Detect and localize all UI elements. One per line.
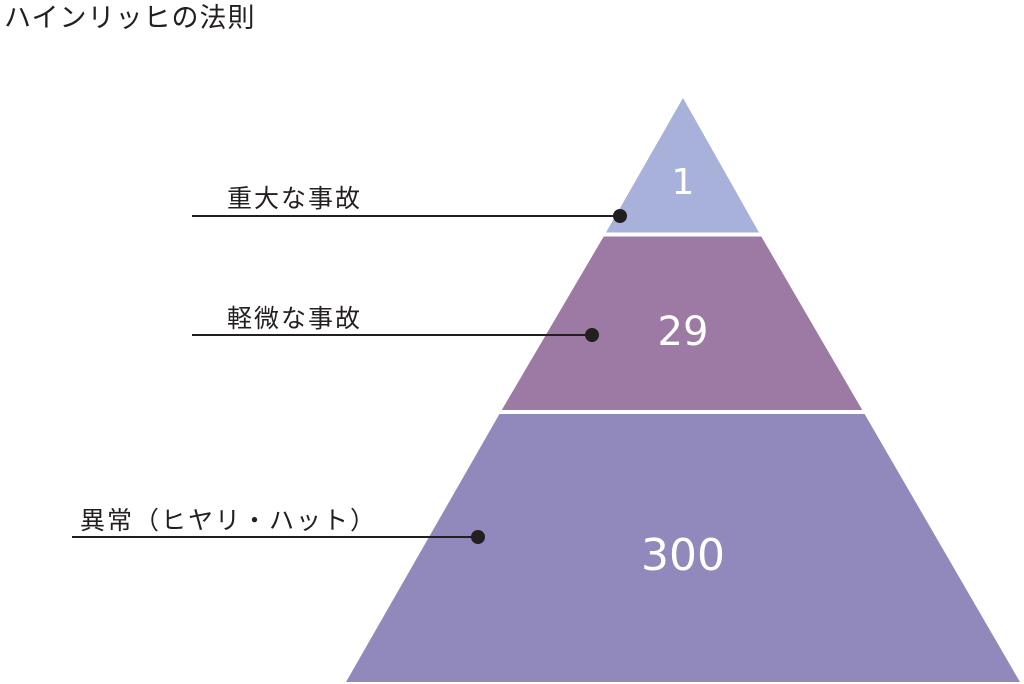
tier-label-bottom: 異常（ヒヤリ・ハット）: [80, 506, 377, 535]
leader-dot-top: [613, 209, 627, 223]
tier-value-bottom: 300: [641, 530, 725, 581]
pyramid-tier-middle: [500, 236, 864, 413]
tier-value-middle: 29: [658, 309, 709, 355]
pyramid-tier-top: [604, 98, 761, 236]
pyramid-tier-bottom: [346, 413, 1020, 682]
tier-label-middle: 軽微な事故: [227, 304, 362, 333]
tier-label-top: 重大な事故: [227, 184, 362, 213]
tier-value-top: 1: [672, 162, 695, 203]
leader-dot-bottom: [471, 530, 485, 544]
page-title: ハインリッヒの法則: [4, 3, 256, 34]
leader-dot-middle: [585, 328, 599, 342]
